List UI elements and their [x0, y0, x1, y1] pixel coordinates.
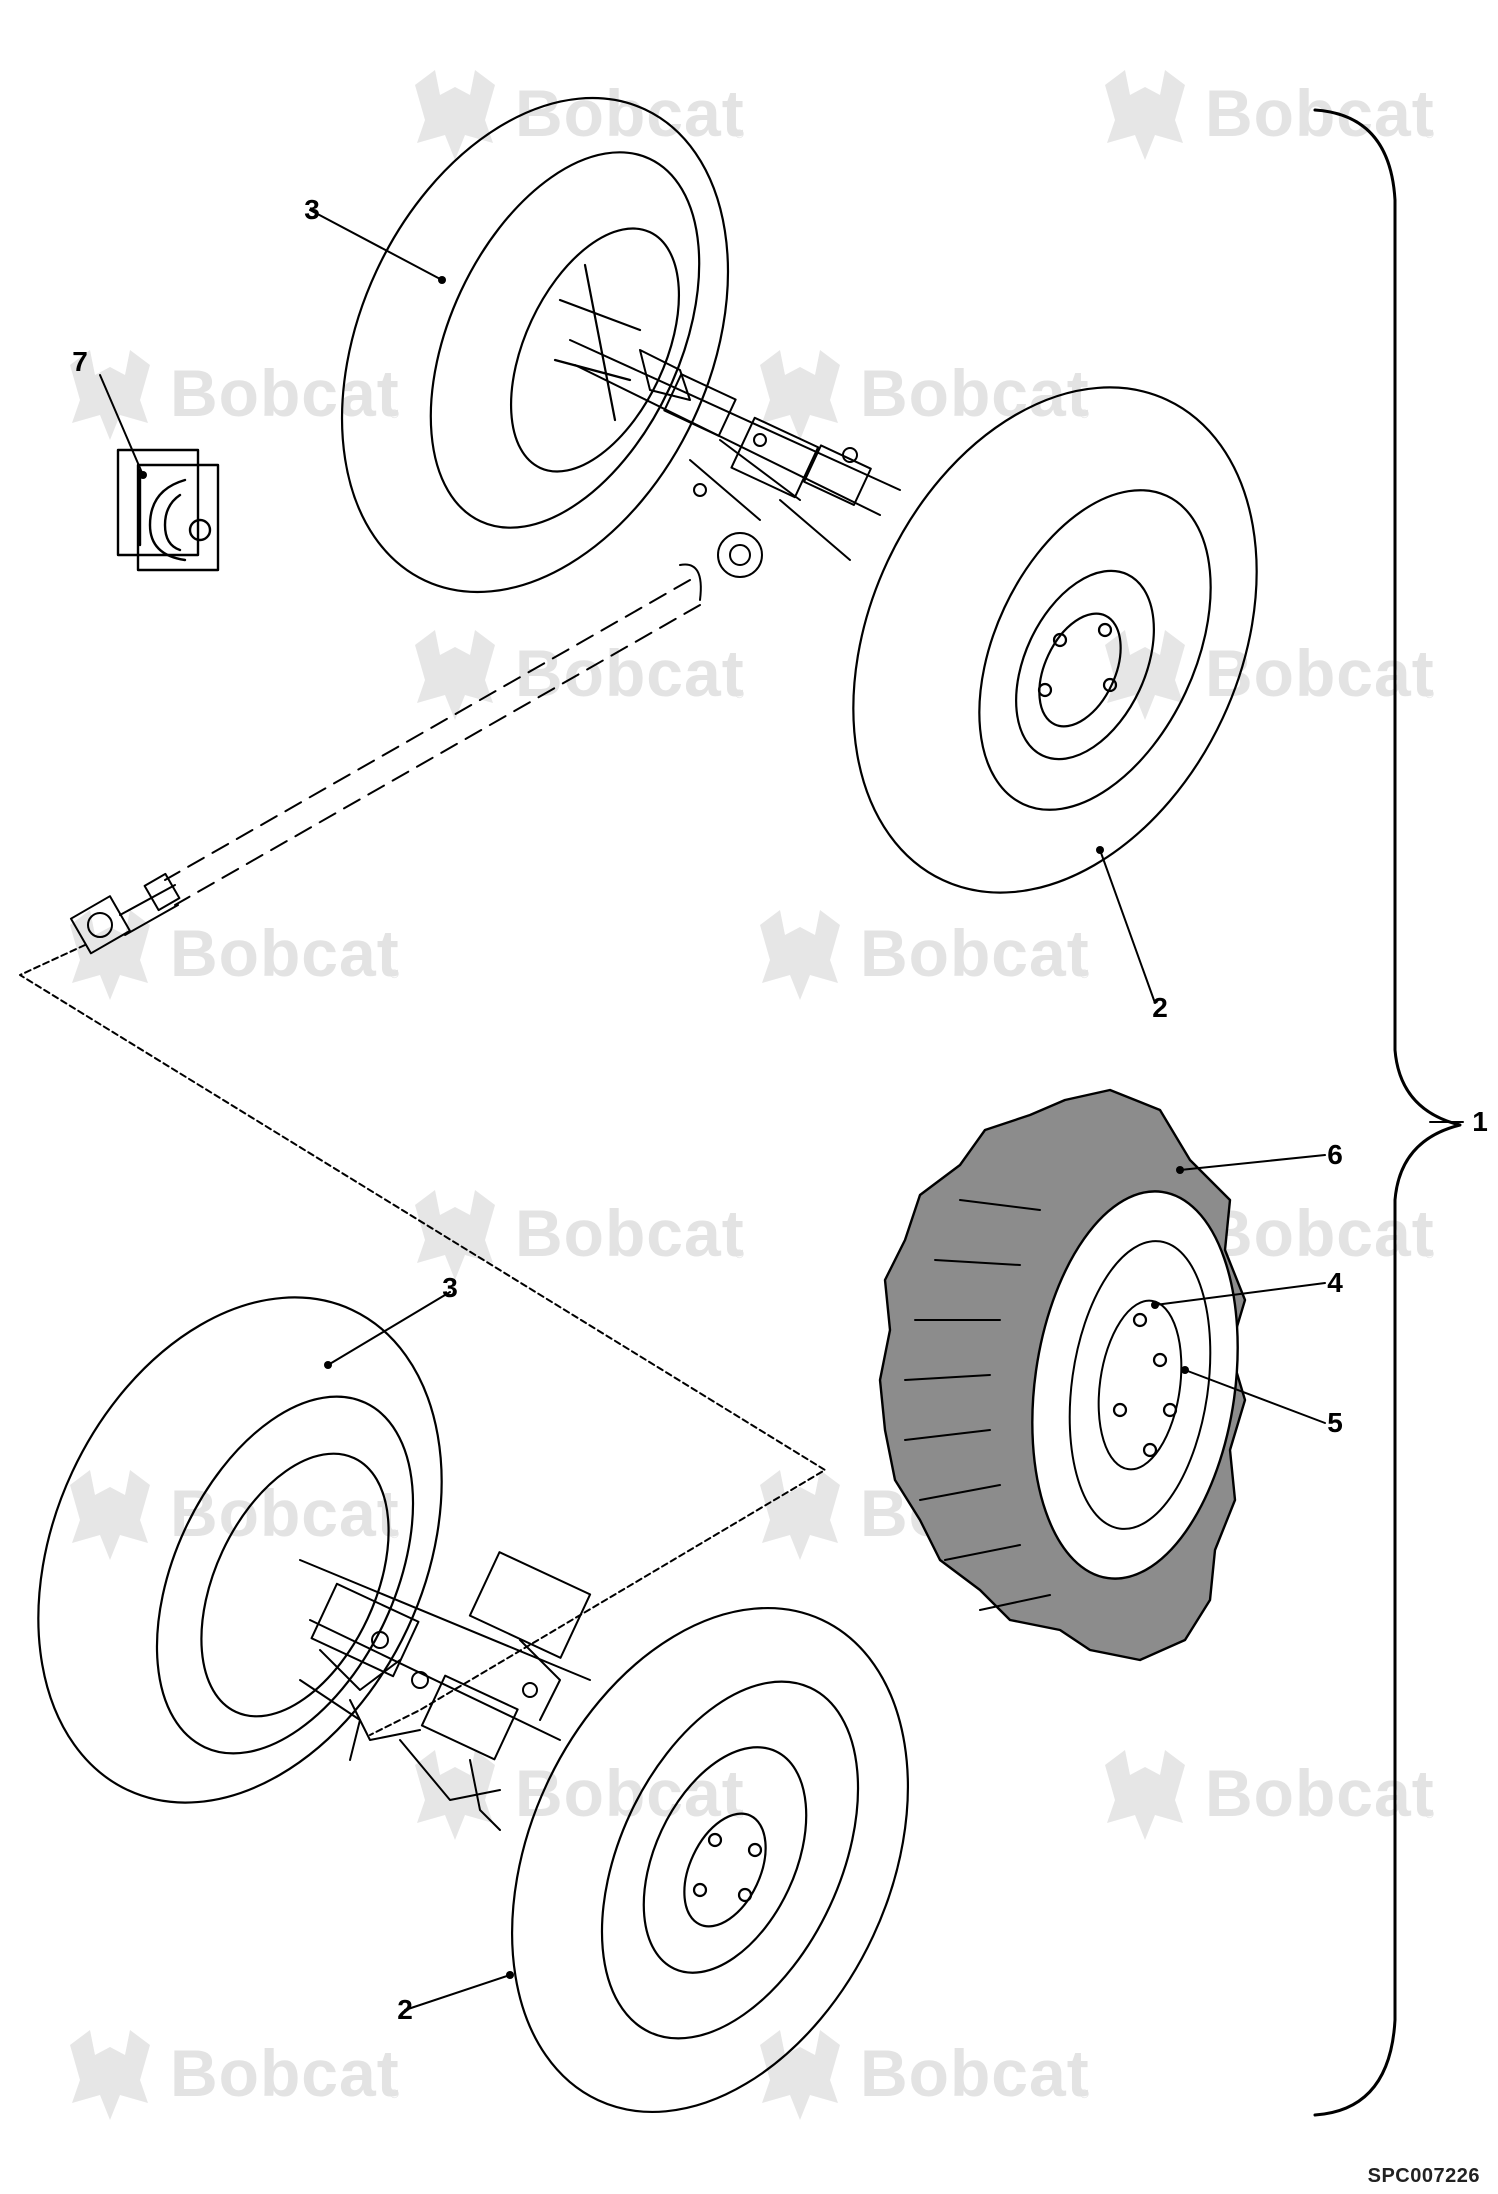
lower-right-wheel: [511, 1606, 909, 2114]
bobcat-head-logo-icon: [1105, 70, 1185, 160]
callout-item-6: 6: [1327, 1139, 1343, 1170]
callout-item-7: 7: [72, 346, 88, 377]
callout-item-3-upper: 3: [304, 194, 320, 225]
bobcat-watermark: Bobcat ®: [750, 905, 1090, 1005]
drive-shaft-yoke: [69, 872, 181, 955]
watermark-text: Bobcat: [1205, 76, 1435, 150]
watermark-reg: ®: [1425, 1807, 1434, 1821]
bobcat-head-logo-icon: [760, 910, 840, 1000]
watermark-text: Bobcat: [170, 356, 400, 430]
treaded-tire-rim: [1031, 1190, 1239, 1580]
watermark-reg: ®: [735, 1247, 744, 1261]
upper-axle-housing: [569, 339, 901, 578]
watermark-reg: ®: [390, 2087, 399, 2101]
drive-shaft: [19, 563, 826, 1736]
bobcat-head-logo-icon: [760, 1470, 840, 1560]
bobcat-watermark: Bobcat ®: [60, 345, 400, 445]
bobcat-head-logo-icon: [70, 1470, 150, 1560]
callout-item-2-upper: 2: [1152, 992, 1168, 1023]
bobcat-watermark: Bobcat ®: [750, 2025, 1090, 2125]
watermark-reg: ®: [1425, 687, 1434, 701]
watermark-reg: ®: [390, 1527, 399, 1541]
bobcat-head-logo-icon: [760, 2030, 840, 2120]
upper-axle-assembly: [340, 96, 1258, 894]
drawing-reference-number: SPC007226: [1367, 2165, 1480, 2187]
bobcat-head-logo-icon: [415, 630, 495, 720]
callout-item-4: 4: [1327, 1267, 1343, 1298]
watermark-text: Bobcat: [515, 636, 745, 710]
watermark-reg: ®: [1080, 2087, 1089, 2101]
bobcat-watermark: Bobcat ®: [405, 625, 745, 725]
watermark-text: Bobcat: [860, 356, 1090, 430]
bobcat-head-logo-icon: [70, 2030, 150, 2120]
bobcat-head-logo-icon: [70, 350, 150, 440]
bobcat-head-logo-icon: [415, 1750, 495, 1840]
bobcat-watermark: Bobcat ®: [405, 65, 745, 165]
bobcat-head-logo-icon: [415, 70, 495, 160]
bobcat-watermark: Bobcat ®: [750, 345, 1090, 445]
lower-axle-assembly: [37, 1296, 909, 2114]
item1-bracket: [1313, 108, 1462, 2117]
watermark-reg: ®: [390, 407, 399, 421]
callout-item-2-lower: 2: [397, 1994, 413, 2025]
callout-item-1: 1: [1472, 1106, 1488, 1137]
watermark-text: Bobcat: [860, 2036, 1090, 2110]
watermark-reg: ®: [735, 687, 744, 701]
watermark-text: Bobcat: [170, 2036, 400, 2110]
watermark-reg: ®: [1425, 1247, 1434, 1261]
lower-left-wheel: [37, 1296, 443, 1804]
upper-left-wheel: [340, 96, 730, 594]
bobcat-head-logo-icon: [415, 1190, 495, 1280]
watermark-reg: ®: [735, 127, 744, 141]
watermark-reg: ®: [390, 967, 399, 981]
callout-dots: [139, 276, 1189, 1979]
item7-kit: [116, 448, 220, 572]
bobcat-head-logo-icon: [1105, 1750, 1185, 1840]
bobcat-watermark: Bobcat ®: [1095, 65, 1435, 165]
upper-right-wheel: [852, 386, 1258, 894]
watermark-reg: ®: [1080, 407, 1089, 421]
treaded-tire-assembly: [878, 1088, 1247, 1662]
bobcat-watermark: Bobcat ®: [405, 1185, 745, 1285]
watermark-text: Bobcat: [170, 916, 400, 990]
bobcat-watermark: Bobcat ®: [60, 2025, 400, 2125]
watermark-reg: ®: [1080, 967, 1089, 981]
watermark-text: Bobcat: [515, 76, 745, 150]
watermark-reg: ®: [1425, 127, 1434, 141]
callout-leaders: [99, 209, 1464, 2011]
watermark-text: Bobcat: [860, 916, 1090, 990]
watermark-text: Bobcat: [515, 1196, 745, 1270]
bobcat-head-logo-icon: [760, 350, 840, 440]
callout-item-3-lower: 3: [442, 1272, 458, 1303]
callout-item-5: 5: [1327, 1407, 1343, 1438]
lower-axle-housing: [299, 1551, 592, 1831]
